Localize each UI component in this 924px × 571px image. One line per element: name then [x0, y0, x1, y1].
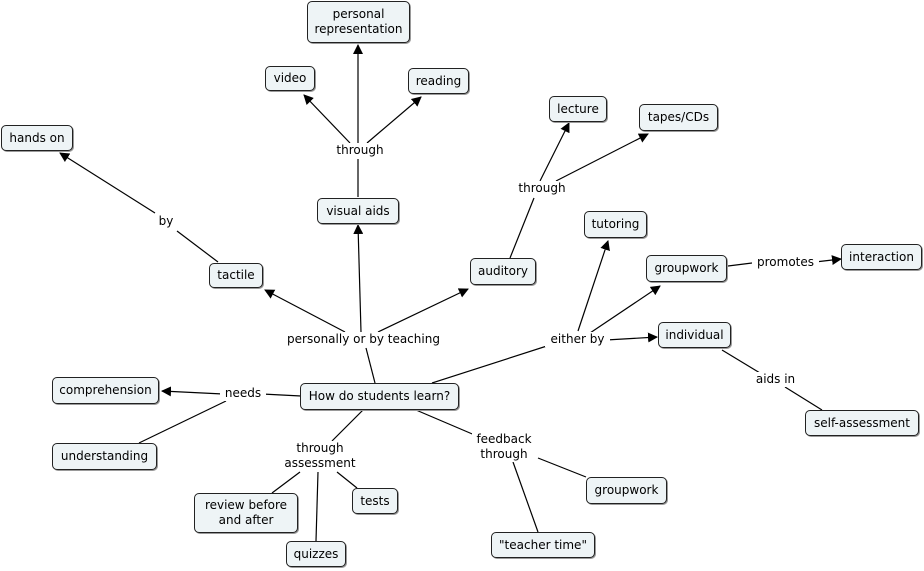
link-through-auditory: through — [513, 181, 571, 196]
connector-personally-to-auditory — [377, 288, 469, 333]
connector-assessment-to-quizzes — [315, 471, 319, 542]
connector-auditory-to-through — [509, 197, 535, 259]
connector-needs-to-comprehension — [161, 386, 224, 397]
link-through-visual: through — [331, 143, 389, 158]
concept-tapes-cds[interactable]: tapes/CDs — [639, 104, 718, 131]
connector-groupwork-to-promotes — [727, 262, 753, 267]
connector-feedback-to-groupwork — [537, 457, 587, 478]
connector-root-to-personally — [365, 347, 376, 384]
connector-personally-to-tactile — [264, 289, 346, 333]
concept-reading[interactable]: reading — [408, 68, 469, 94]
concept-self-assessment[interactable]: self-assessment — [805, 410, 919, 436]
link-personally-or-by-teaching: personally or by teaching — [283, 332, 444, 347]
connector-root-to-feedback — [415, 409, 478, 437]
link-either-by: either by — [545, 332, 610, 347]
concept-comprehension[interactable]: comprehension — [52, 377, 159, 404]
concept-tutoring[interactable]: tutoring — [584, 211, 647, 238]
concept-tactile[interactable]: tactile — [209, 263, 263, 288]
connector-assessment-to-review — [271, 471, 301, 494]
connector-either-by-to-tutoring — [577, 240, 610, 332]
connector-through-to-video — [303, 94, 351, 144]
link-by: by — [153, 214, 179, 229]
connector-needs-to-understanding — [138, 400, 227, 444]
link-feedback-through: feedback through — [472, 432, 536, 462]
concept-hands-on[interactable]: hands on — [1, 125, 73, 151]
connector-root-to-assessment — [331, 409, 364, 442]
connector-personally-to-visual-aids — [353, 224, 364, 333]
concept-quizzes[interactable]: quizzes — [286, 541, 346, 567]
connector-either-by-to-groupwork — [589, 285, 661, 334]
concept-individual[interactable]: individual — [658, 322, 731, 348]
concept-lecture[interactable]: lecture — [549, 96, 607, 122]
connector-by-to-hands-on — [59, 152, 156, 214]
connector-through-to-reading — [366, 96, 422, 144]
connector-feedback-to-teacher-time — [512, 461, 539, 533]
concept-groupwork-promotes[interactable]: groupwork — [646, 255, 727, 282]
concept-root-question[interactable]: How do students learn? — [300, 383, 459, 410]
concept-personal-representation[interactable]: personal representation — [307, 1, 410, 43]
link-aids-in: aids in — [751, 372, 800, 387]
connector-through-to-lecture — [539, 122, 570, 182]
connector-tactile-to-by — [176, 230, 219, 263]
concept-video[interactable]: video — [265, 66, 315, 91]
concept-visual-aids[interactable]: visual aids — [317, 198, 399, 224]
concept-review-before-and-after[interactable]: review before and after — [194, 493, 298, 533]
concept-interaction[interactable]: interaction — [841, 244, 922, 270]
link-promotes: promotes — [752, 255, 819, 270]
link-needs: needs — [220, 386, 266, 401]
concept-teacher-time[interactable]: "teacher time" — [491, 532, 595, 558]
connector-aids-in-to-self-assessment — [784, 386, 823, 411]
connector-through-to-tapes — [555, 133, 649, 182]
connector-either-by-to-individual — [605, 332, 658, 343]
connector-assessment-to-tests — [336, 471, 358, 489]
connector-root-to-either-by — [431, 344, 551, 384]
connector-promotes-to-interaction — [814, 255, 842, 265]
connector-root-to-needs — [261, 393, 302, 397]
concept-auditory[interactable]: auditory — [470, 258, 536, 285]
connector-individual-to-aids-in — [721, 349, 761, 374]
link-through-assessment: through assessment — [280, 441, 360, 471]
concept-tests[interactable]: tests — [352, 488, 398, 514]
concept-groupwork-feedback[interactable]: groupwork — [586, 477, 667, 504]
concept-understanding[interactable]: understanding — [52, 443, 157, 470]
